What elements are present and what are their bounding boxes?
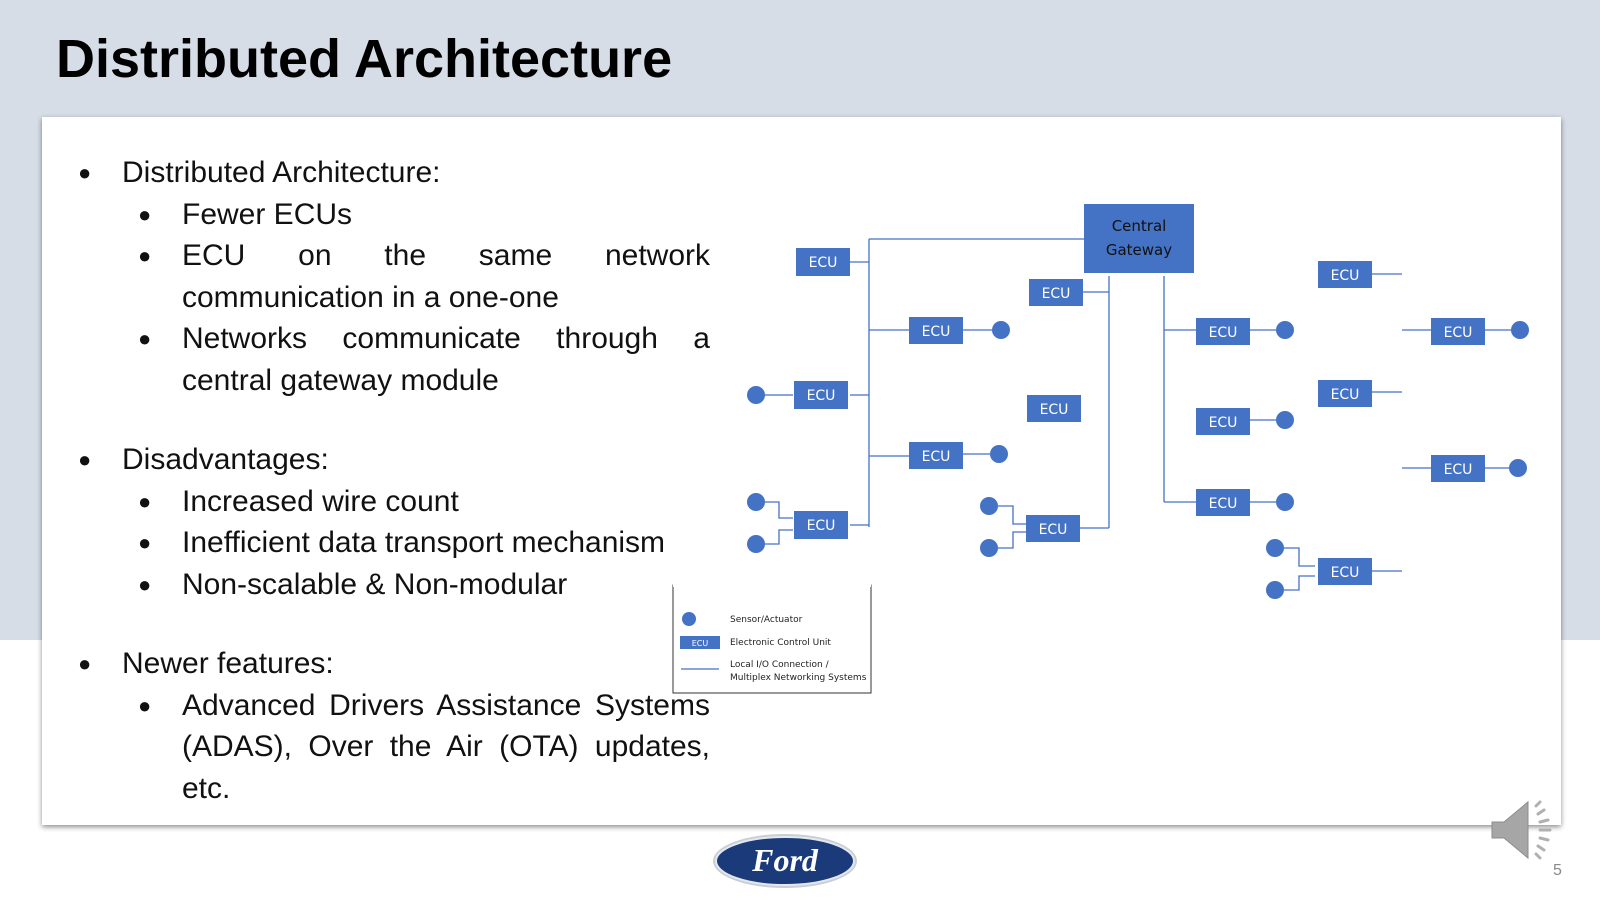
sensor-dot: [980, 539, 998, 557]
ecu-box: ECU: [1318, 380, 1372, 407]
sub-bullet-non-scalable: Non-scalable & Non-modular: [70, 564, 710, 606]
svg-text:ECU: ECU: [1331, 387, 1360, 403]
ecu-box: ECU: [1196, 489, 1250, 516]
svg-text:ECU: ECU: [1042, 286, 1071, 302]
sensor-dot: [1266, 539, 1284, 557]
sensor-dot: [1276, 411, 1294, 429]
speaker-icon[interactable]: [1490, 800, 1562, 862]
svg-text:Gateway: Gateway: [1106, 241, 1172, 259]
connection-lines: [756, 238, 1520, 591]
svg-text:Sensor/Actuator: Sensor/Actuator: [730, 615, 803, 625]
svg-text:ECU: ECU: [692, 639, 709, 648]
sub-bullet-adas: Advanced Drivers Assistance Systems (ADA…: [70, 685, 710, 810]
svg-text:ECU: ECU: [1039, 522, 1068, 538]
bullet-list: Distributed Architecture: Fewer ECUs ECU…: [70, 152, 710, 809]
ecu-box: ECU: [796, 248, 850, 276]
sub-bullet-wire-count: Increased wire count: [70, 481, 710, 523]
sensor-dot: [990, 445, 1008, 463]
svg-text:ECU: ECU: [1444, 462, 1473, 478]
ecu-box: ECU: [1431, 455, 1485, 482]
bullet-disadvantages: Disadvantages:: [70, 439, 710, 481]
ecu-boxes: ECU ECU ECU ECU ECU ECU ECU ECU ECU ECU …: [794, 248, 1485, 585]
ecu-box: ECU: [794, 511, 848, 539]
sensor-dot: [747, 386, 765, 404]
svg-text:ECU: ECU: [807, 518, 836, 534]
sensor-dot: [1276, 493, 1294, 511]
page-number: 5: [1553, 862, 1562, 879]
ecu-box: ECU: [794, 381, 848, 409]
ecu-box: ECU: [1318, 558, 1372, 585]
svg-text:ECU: ECU: [1040, 402, 1069, 418]
sensor-dot: [1276, 321, 1294, 339]
legend: Sensor/Actuator ECU Electronic Control U…: [672, 583, 872, 694]
svg-text:ECU: ECU: [809, 255, 838, 271]
ecu-box: ECU: [1318, 261, 1372, 288]
svg-text:ECU: ECU: [1209, 415, 1238, 431]
ecu-box: ECU: [1196, 408, 1250, 435]
ecu-box: ECU: [909, 442, 963, 469]
svg-text:Central: Central: [1112, 217, 1167, 235]
sensor-dot: [1266, 581, 1284, 599]
central-gateway: Central Gateway: [1084, 204, 1194, 273]
sub-bullet-inefficient: Inefficient data transport mechanism: [70, 522, 710, 564]
slide-title: Distributed Architecture: [56, 29, 673, 89]
sensor-dot: [1509, 459, 1527, 477]
sensor-dot: [1511, 321, 1529, 339]
svg-text:ECU: ECU: [1331, 268, 1360, 284]
sensor-dot: [980, 497, 998, 515]
svg-text:ECU: ECU: [807, 388, 836, 404]
bullet-distributed: Distributed Architecture:: [70, 152, 710, 194]
svg-text:ECU: ECU: [1209, 496, 1238, 512]
sensor-dot: [747, 535, 765, 553]
svg-text:ECU: ECU: [1209, 325, 1238, 341]
sensor-dot: [747, 493, 765, 511]
ecu-box: ECU: [1431, 318, 1485, 345]
ecu-box: ECU: [1029, 279, 1083, 306]
svg-text:ECU: ECU: [1331, 565, 1360, 581]
sensor-nodes: [747, 321, 1529, 599]
svg-text:Local I/O Connection /: Local I/O Connection /: [730, 660, 830, 670]
sensor-dot: [992, 321, 1010, 339]
ecu-box: ECU: [1027, 395, 1081, 422]
svg-text:ECU: ECU: [922, 324, 951, 340]
sub-bullet-one-one: ECU on the same network communication in…: [70, 235, 710, 318]
svg-text:Ford: Ford: [751, 842, 819, 878]
ecu-box: ECU: [1196, 318, 1250, 345]
bullet-newer-features: Newer features:: [70, 643, 710, 685]
ford-logo: Ford: [713, 834, 857, 888]
svg-text:Electronic Control Unit: Electronic Control Unit: [730, 638, 831, 648]
sub-bullet-gateway: Networks communicate through a central g…: [70, 318, 710, 401]
ecu-box: ECU: [909, 317, 963, 344]
svg-text:ECU: ECU: [922, 449, 951, 465]
ecu-box: ECU: [1026, 515, 1080, 542]
sub-bullet-fewer-ecus: Fewer ECUs: [70, 194, 710, 236]
svg-text:ECU: ECU: [1444, 325, 1473, 341]
svg-text:Multiplex Networking Systems: Multiplex Networking Systems: [730, 673, 867, 683]
